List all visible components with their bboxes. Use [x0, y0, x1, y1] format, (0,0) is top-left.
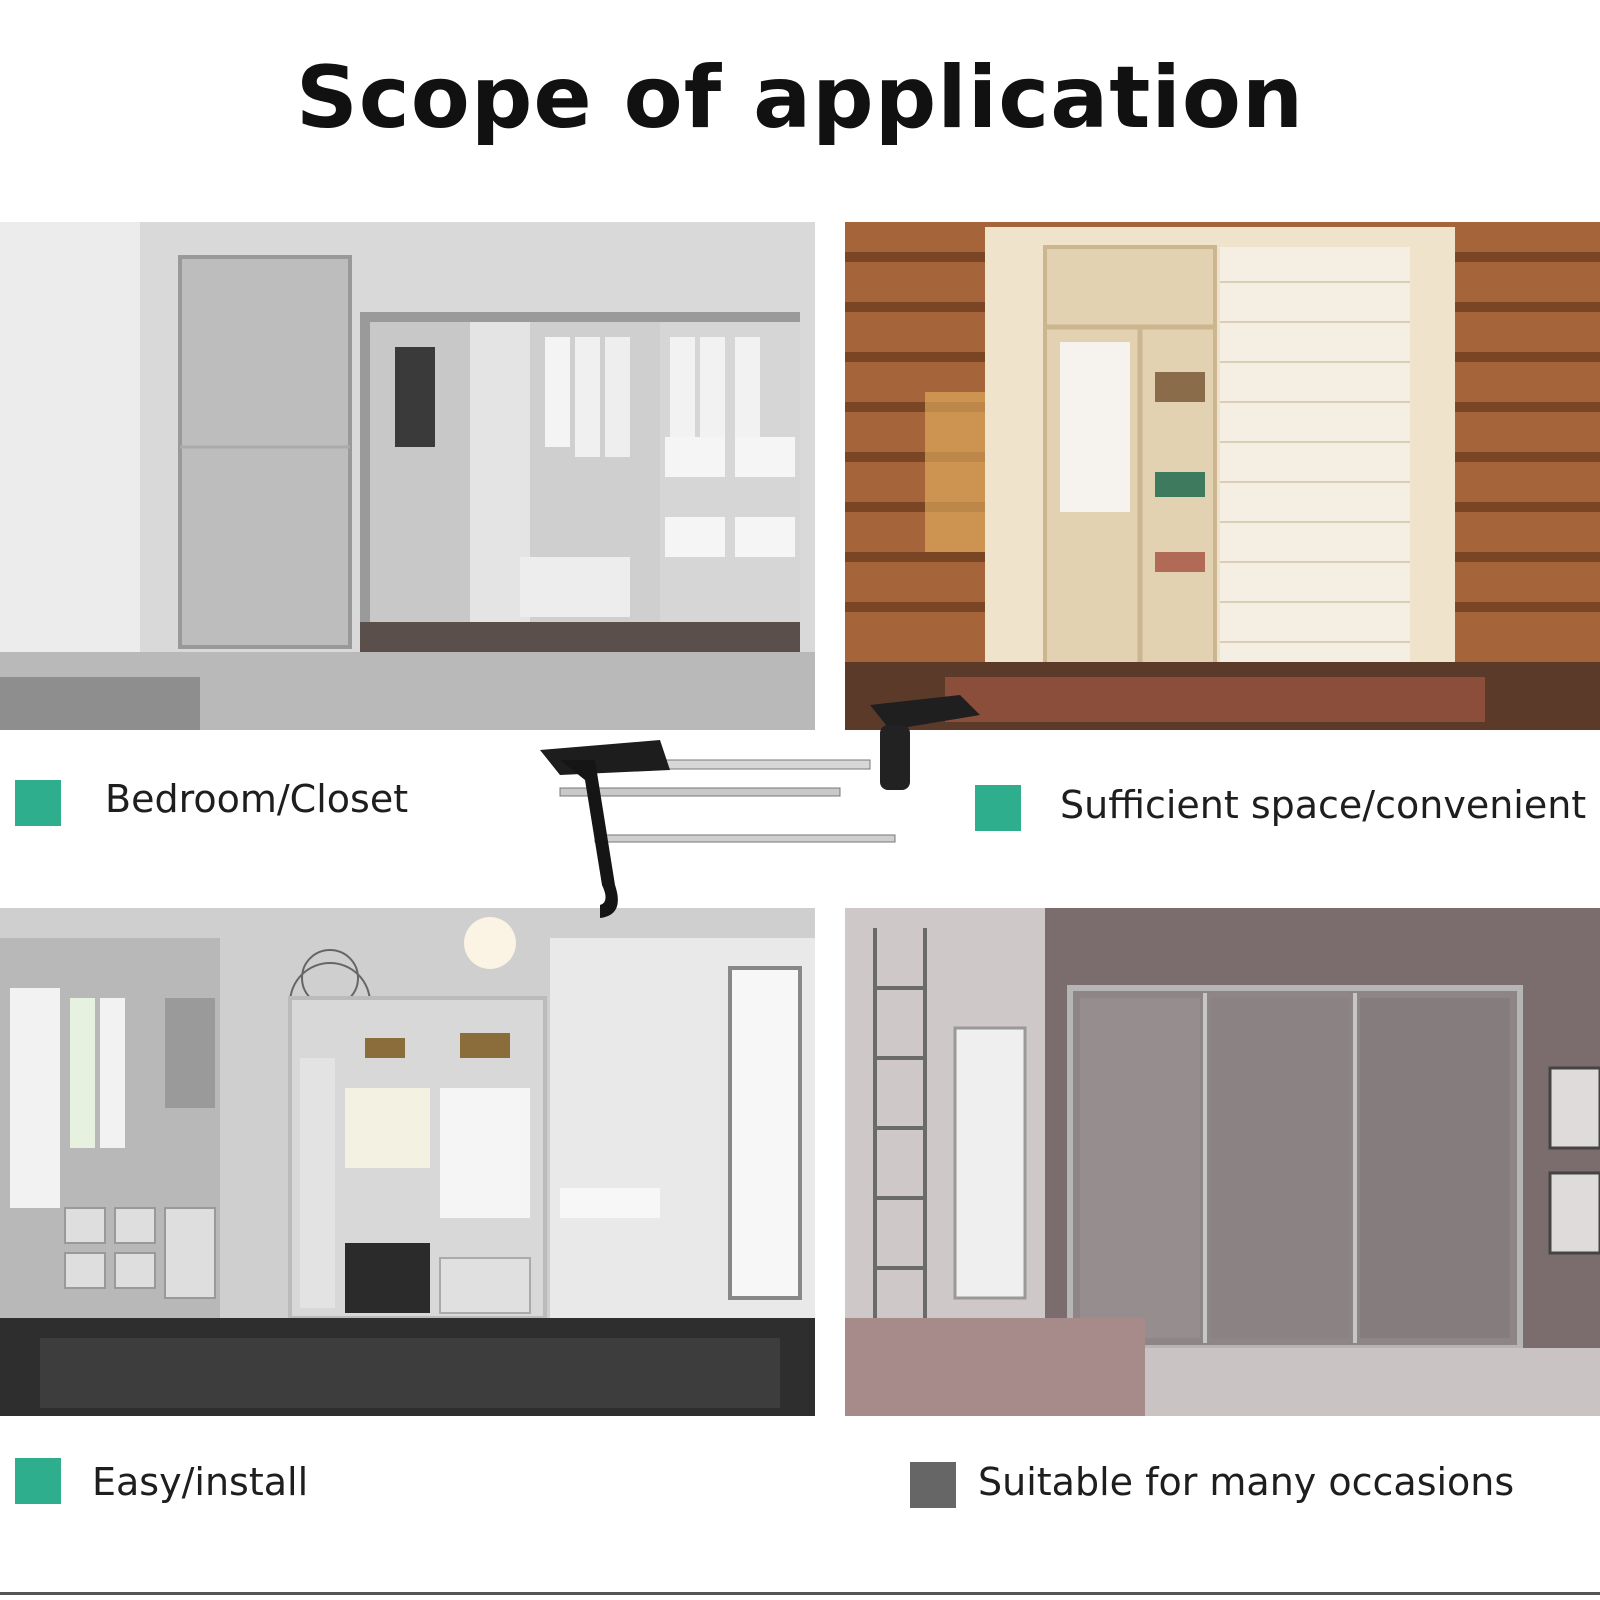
feature-label-install: Easy/install [92, 1460, 309, 1504]
teal-square-icon [15, 780, 61, 826]
teal-square-icon [15, 1458, 61, 1504]
wood-wardrobe-photo [845, 222, 1600, 730]
feature-label-occasions: Suitable for many occasions [978, 1460, 1515, 1504]
bottom-divider [0, 1592, 1600, 1595]
grey-square-icon [910, 1462, 956, 1508]
sliding-wardrobe-photo [845, 908, 1600, 1416]
feature-label-bedroom: Bedroom/Closet [105, 777, 409, 821]
telescopic-rail-image [540, 690, 1000, 950]
bedroom-closet-photo [0, 222, 815, 730]
walk-in-closet-photo [0, 908, 815, 1416]
feature-label-space: Sufficient space/convenient [1060, 783, 1587, 827]
teal-square-icon [975, 785, 1021, 831]
page-title: Scope of application [295, 48, 1305, 148]
